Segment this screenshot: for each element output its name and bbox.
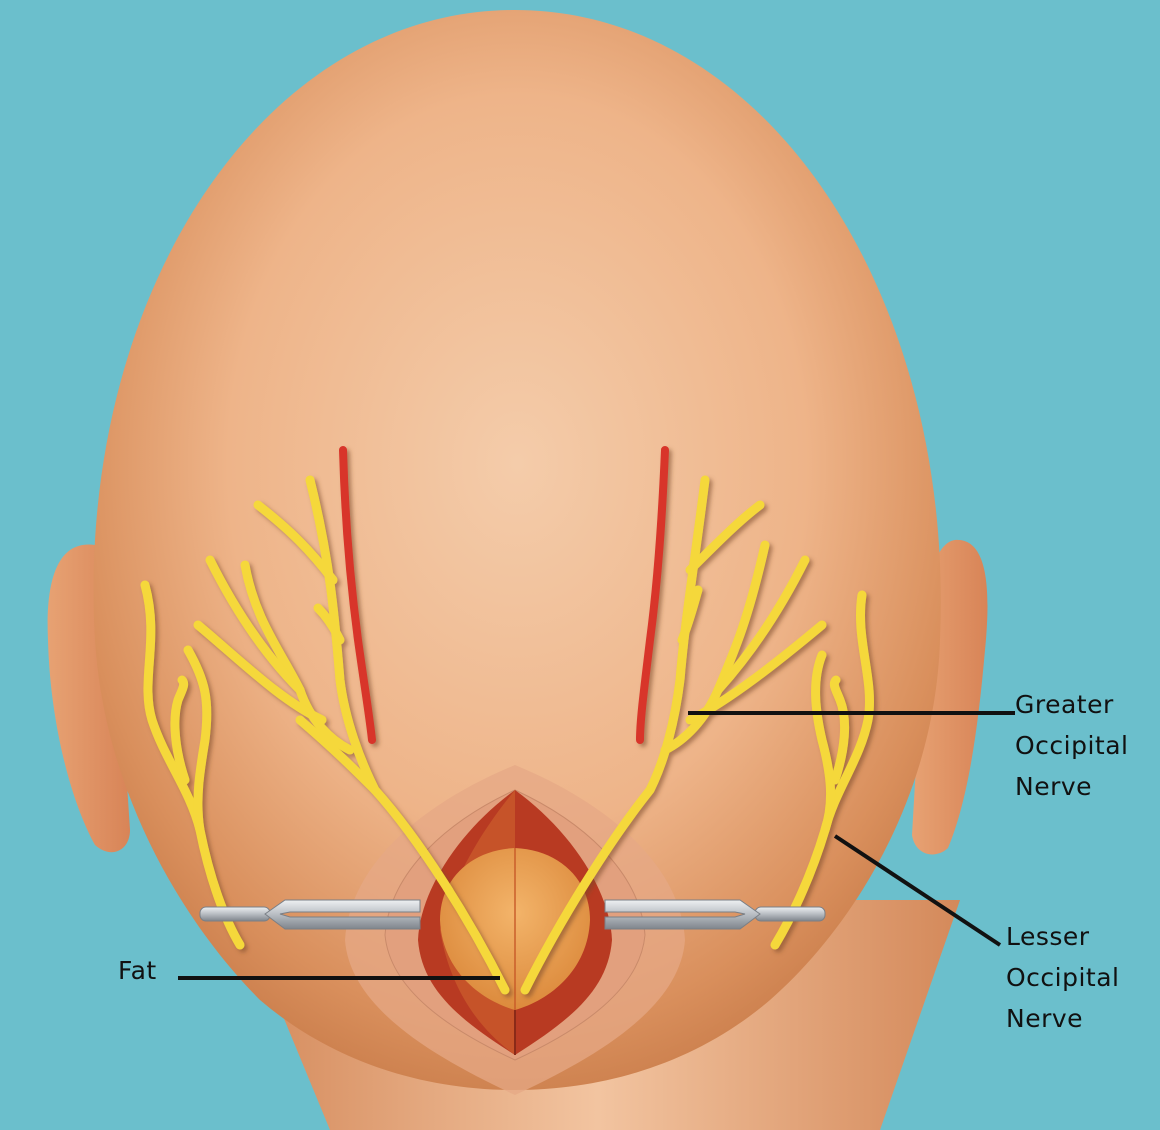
left-greater-occipital-nerve	[193, 475, 510, 995]
left-retractor	[199, 899, 421, 930]
nerves	[140, 475, 874, 995]
right-lesser-occipital-nerve	[770, 590, 874, 950]
leader-lines	[178, 711, 1015, 980]
right-occipital-artery	[636, 446, 669, 744]
lesser-occipital-nerve-label: Lesser Occipital Nerve	[1006, 922, 1120, 1033]
right-retractor	[604, 899, 826, 930]
greater-occipital-nerve-label: Greater Occipital Nerve	[1015, 690, 1129, 801]
head	[93, 10, 941, 1090]
left-occipital-artery	[339, 446, 376, 744]
fat-label: Fat	[118, 956, 157, 985]
left-lesser-occipital-nerve	[140, 580, 245, 950]
lesser-occipital-leader	[833, 834, 1002, 947]
occipital-arteries	[339, 446, 669, 744]
